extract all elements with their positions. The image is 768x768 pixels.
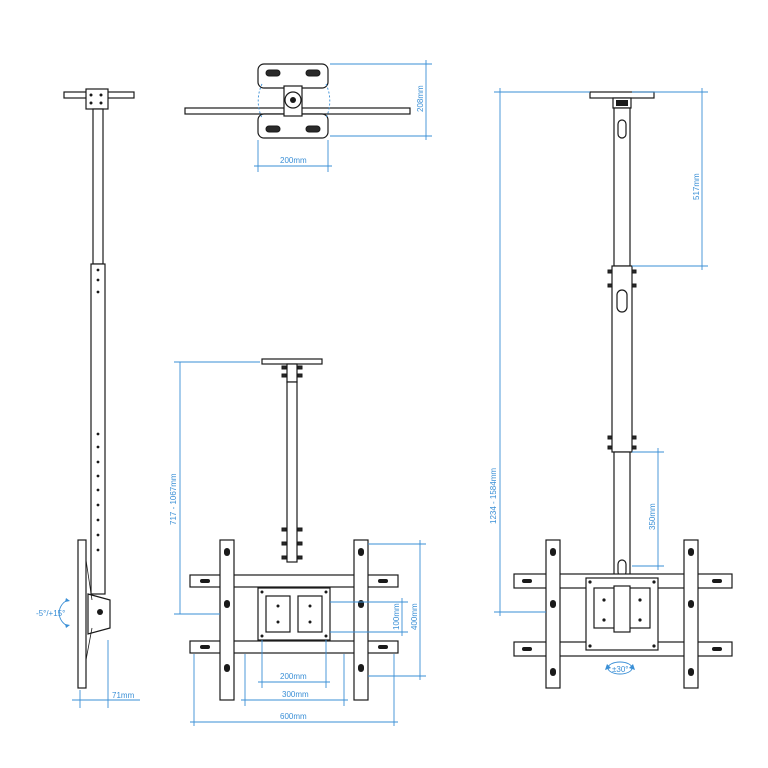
right-pole-lower [613,451,631,579]
front-vesa-v-small-label: 100mm [392,603,401,630]
front-vesa-h-300-label: 300mm [282,690,309,699]
front-rail-top [189,574,399,588]
top-width-label: 200mm [280,156,307,165]
side-pole-lower [90,263,106,595]
right-upper-length-label: 517mm [692,173,701,200]
front-pole-range-label: 717 - 1067mm [169,473,178,525]
top-height-label: 208mm [416,85,425,112]
front-arm-left [219,539,235,701]
right-total-range-label: 1234 - 1584mm [489,468,498,524]
side-vesa-plate [77,539,87,689]
front-rail-bottom [189,640,399,654]
front-arm-right [353,539,369,701]
right-arm-left [545,539,561,689]
side-pole-upper [92,108,104,265]
right-lower-length-label: 350mm [648,503,657,530]
front-vesa-v-large-label: 400mm [410,603,419,630]
front-pole [286,381,298,563]
front-view: 717 - 1067mm 100mm 400mm 200mm 300mm 600… [169,358,426,726]
front-vesa-h-600-label: 600mm [280,712,307,721]
right-swivel-label: ±30° [612,665,629,674]
right-arm-right [683,539,699,689]
side-tilt-label: -5°/+15° [36,609,65,618]
front-ceiling-plate [261,358,323,365]
side-view: -5°/+15° 71mm [36,88,140,708]
right-view: 517mm 1234 - 1584mm 350mm ±30° [489,88,733,689]
top-view: 208mm 200mm [184,60,432,172]
right-ceiling-plate [589,91,655,99]
front-vesa-h-200-label: 200mm [280,672,307,681]
side-offset-label: 71mm [112,691,135,700]
